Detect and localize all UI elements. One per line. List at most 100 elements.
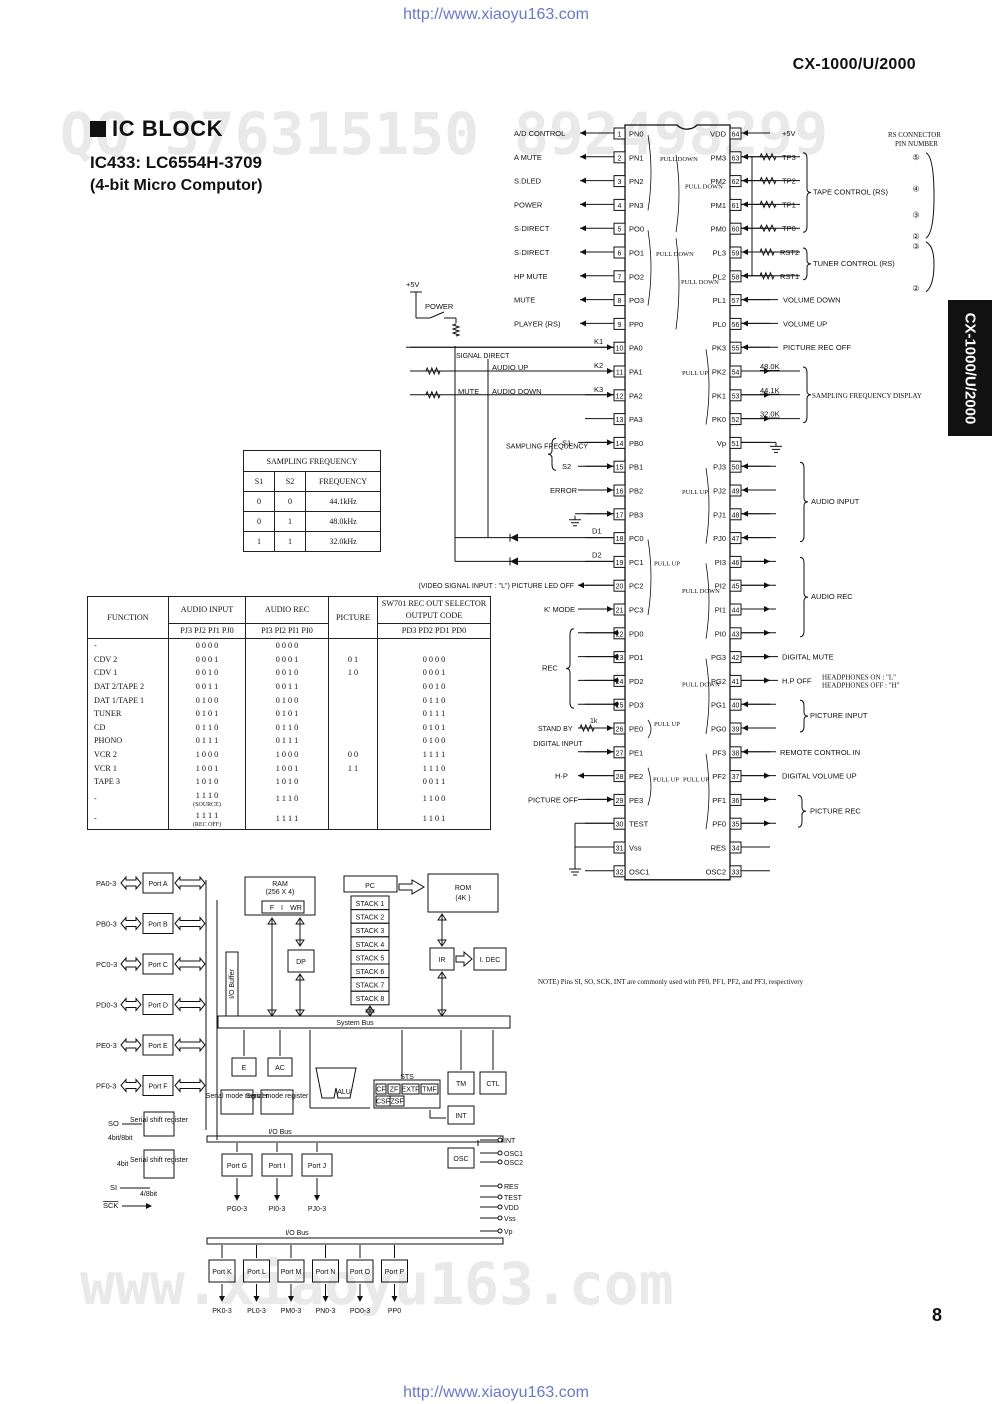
cell: 1 0 0 1 <box>168 761 246 775</box>
pin-6-number: 6 <box>618 251 622 258</box>
cell: 0 0 1 1 <box>245 679 329 694</box>
bottom-port-arrow-icon <box>357 1296 363 1302</box>
terminal-icon <box>497 1150 503 1156</box>
ram-size-label: (256 X 4) <box>266 889 295 896</box>
bidirectional-arrow-icon <box>174 997 206 1012</box>
terminal-icon <box>497 1194 503 1200</box>
footer-url[interactable]: http://www.xiaoyu163.com <box>403 1384 589 1401</box>
section-title: IC BLOCK <box>90 116 223 142</box>
pull-label-2: PULL DOWN <box>656 251 694 258</box>
signal-label-7: HP MUTE <box>514 272 548 281</box>
cell: 0 0 0 0 <box>377 652 491 667</box>
picture-led-label: (VIDEO SIGNAL INPUT : "L") PICTURE LED O… <box>419 583 575 590</box>
mid-port-name-0: Port G <box>227 1163 247 1170</box>
display-label-52: 32.0K <box>760 410 780 419</box>
bits4-label: 4bit <box>117 1161 128 1168</box>
io-buffer-label: I/O Buffer <box>229 968 236 998</box>
diode-label-19: D2 <box>592 550 602 559</box>
cell-value: VCR 1 <box>94 763 117 773</box>
cell-note: (SOURCE) <box>193 802 221 809</box>
arrow-icon <box>580 320 586 327</box>
dm-label-42: DIGITAL MUTE <box>782 653 834 662</box>
sw701-title: SW701 REC OUT SELECTOR <box>381 599 487 608</box>
pin-1-number: 1 <box>618 132 622 139</box>
ram-label: RAM <box>272 881 288 888</box>
arrow-icon <box>607 391 613 398</box>
stack-5-label: STACK 5 <box>356 955 385 962</box>
pin-45-name: PI2 <box>715 582 726 591</box>
cell-value: DAT 2/TAPE 2 <box>94 682 145 692</box>
cell-value: 0 1 0 1 <box>275 709 299 719</box>
pull-label-10: PULL UP <box>653 777 679 784</box>
pin-43-name: PI0 <box>715 629 726 638</box>
arrow-icon <box>365 1005 375 1013</box>
mid-port-name-2: Port J <box>308 1163 326 1170</box>
pin-24-number: 24 <box>616 679 624 686</box>
picture-rec-label: PICTURE REC <box>810 806 861 815</box>
pin-35-number: 35 <box>732 822 740 829</box>
sck-arrow-icon <box>146 1203 152 1209</box>
pin-10-name: PA0 <box>629 344 643 353</box>
pin-44-name: PI1 <box>715 606 726 615</box>
arrow-icon <box>578 772 584 779</box>
bidirectional-arrow-icon <box>120 916 142 931</box>
cell: 0 0 0 0 <box>245 638 329 653</box>
sampling-header-s1: S1 <box>243 471 275 492</box>
ic-description: (4-bit Micro Computor) <box>90 177 263 194</box>
pin-12-name: PA2 <box>629 391 643 400</box>
headphones-off-label: HEADPHONES OFF : "H" <box>822 681 900 689</box>
left-port-label-4: PE0-3 <box>96 1041 117 1050</box>
arrow-icon <box>742 153 748 160</box>
left-port-name-2: Port C <box>148 962 168 969</box>
flag-5-label: ZSF <box>390 1099 403 1106</box>
bottom-port-name-2: Port M <box>281 1269 302 1276</box>
ctrl-label-56: VOLUME UP <box>783 319 827 328</box>
pin-9-name: PP0 <box>629 320 643 329</box>
mid-port-label-0: PG0-3 <box>227 1206 247 1213</box>
cell-value: 1 1 1 1 <box>195 811 219 821</box>
pull-label-7: PULL DOWN <box>682 588 720 595</box>
audio-rec-label: AUDIO REC <box>811 592 853 601</box>
arrow-icon <box>295 917 305 925</box>
cell: 1 0 0 0 <box>168 747 246 762</box>
signal-4-label: TEST <box>504 1195 523 1202</box>
io-bus-1-label: I/O Bus <box>268 1129 292 1136</box>
pin-45-number: 45 <box>732 584 740 591</box>
bottom-port-arrow-icon <box>219 1296 225 1302</box>
pin-18-name: PC0 <box>629 534 644 543</box>
signal-direct-label: SIGNAL DIRECT <box>456 353 510 360</box>
picture-rec-brace-icon <box>797 794 807 828</box>
arrow-icon <box>437 913 447 921</box>
pull-bracket-5 <box>675 154 680 233</box>
left-port-label-5: PF0-3 <box>96 1082 116 1091</box>
pin-61-number: 61 <box>732 203 740 210</box>
cell-value: TUNER <box>94 709 122 719</box>
cell-value: 0 1 0 1 <box>195 709 219 719</box>
cell: 0 1 0 0 <box>377 734 491 748</box>
bottom-port-label-0: PK0-3 <box>212 1308 232 1315</box>
header-url[interactable]: http://www.xiaoyu163.com <box>403 6 589 23</box>
arrow-icon <box>365 1009 375 1017</box>
mid-port-name-1: Port I <box>269 1163 286 1170</box>
arrow-icon <box>742 725 748 731</box>
rs-brace-2-icon <box>925 241 935 293</box>
arrow-icon <box>267 1009 277 1017</box>
cell <box>328 808 378 830</box>
pin-28-number: 28 <box>616 774 624 781</box>
cell: 0 1 0 1 <box>245 706 329 721</box>
cell: 1 1 0 1 <box>377 808 491 830</box>
arrow-icon <box>612 701 618 708</box>
ram-f-label: F <box>270 905 274 912</box>
pin-15-name: PB1 <box>629 463 643 472</box>
ic-name: IC433: LC6554H-3709 <box>90 153 262 172</box>
cell-value: CD <box>94 722 106 732</box>
power-switch-label: POWER <box>425 302 454 311</box>
cell: TAPE 3 <box>87 774 169 789</box>
tape-label-63: TP3 <box>782 153 796 162</box>
